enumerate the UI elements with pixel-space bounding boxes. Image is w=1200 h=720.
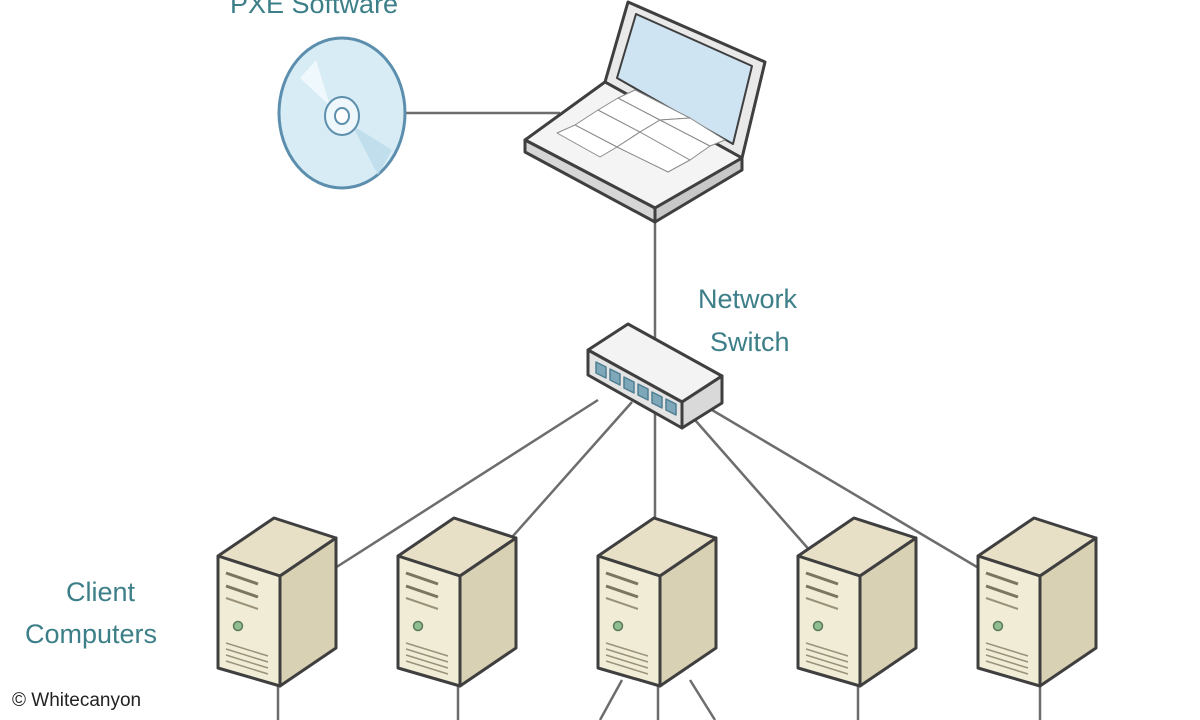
switch-to-client-2-line [504, 401, 633, 546]
client-3-down-right-line [688, 679, 717, 720]
network-switch-icon [586, 322, 724, 430]
client-computers-label-line1: Client [66, 577, 136, 607]
copyright-credit: © Whitecanyon [12, 690, 141, 711]
switch-to-client-4-line [694, 419, 813, 554]
copyright-credit-text: © Whitecanyon [12, 690, 141, 711]
connection-lines [276, 111, 1042, 720]
network-switch-label-line2: Switch [710, 327, 790, 357]
client-computer-4-icon [796, 516, 918, 688]
client-computer-2-icon [396, 516, 518, 688]
network-switch-label-line1: Network [698, 284, 798, 314]
cd-icon [277, 36, 407, 190]
client-computer-3-icon [596, 516, 718, 688]
laptop-icon [523, 0, 767, 224]
switch-to-client-1-line [334, 398, 599, 570]
switch-to-client-5-line [711, 408, 983, 572]
client-computers-label-line2: Computers [25, 619, 157, 649]
client-3-down-left-line [598, 679, 624, 720]
pxe-software-label: PXE Software [230, 0, 398, 19]
client-computer-5-icon [976, 516, 1098, 688]
client-computer-1-icon [216, 516, 338, 688]
